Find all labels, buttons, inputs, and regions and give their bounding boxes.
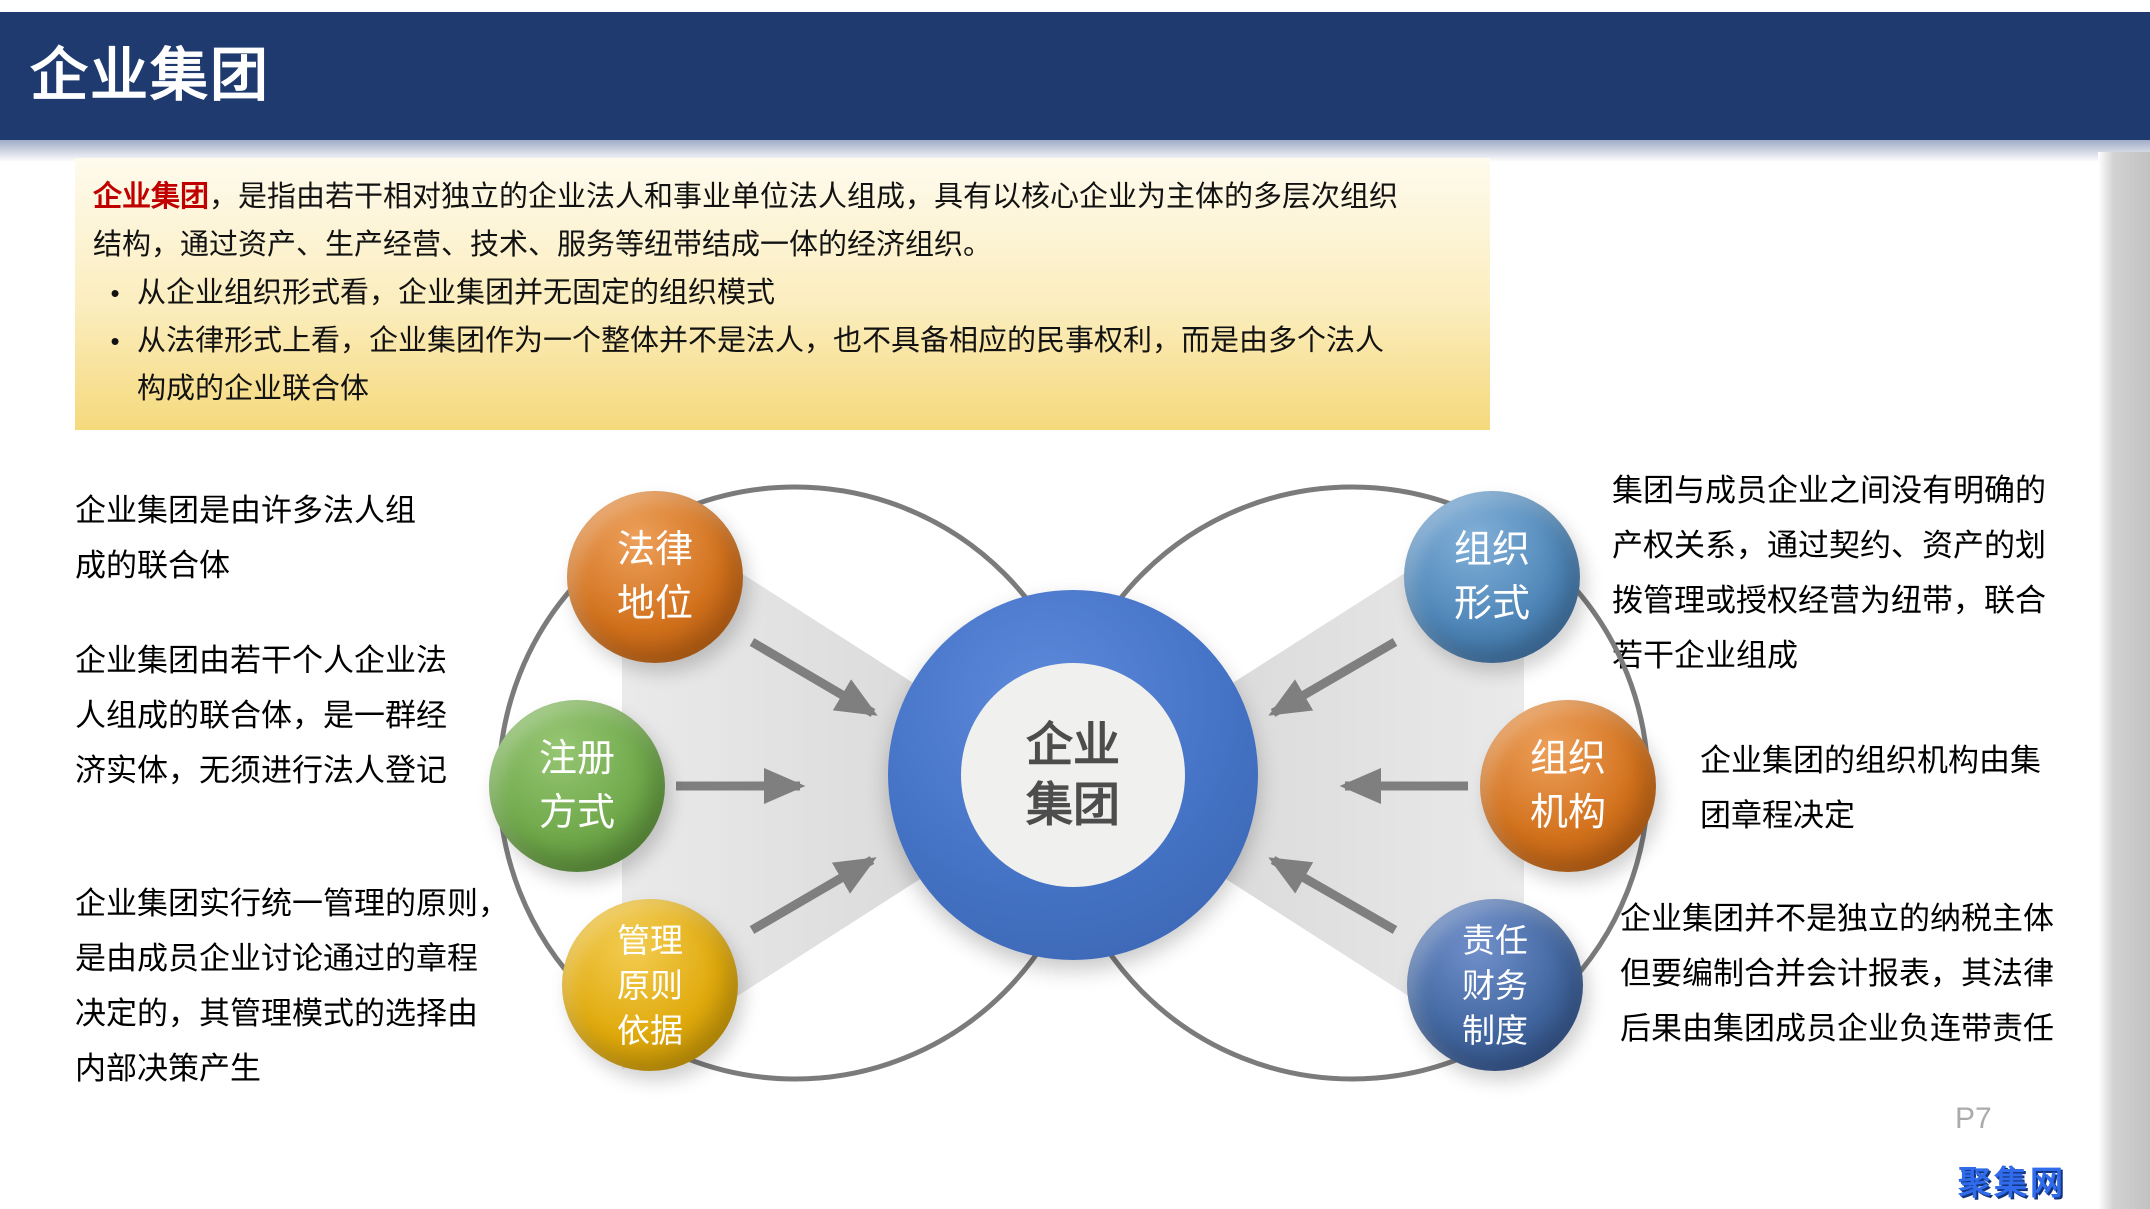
right-note-liability: 企业集团并不是独立的纳税主体 但要编制合并会计报表，其法律 后果由集团成员企业负…	[1620, 901, 2054, 1046]
circle-label: 管理 原则 依据	[617, 921, 683, 1049]
circle-label: 组织 形式	[1453, 529, 1530, 625]
arrow-liability-to-center-icon	[1268, 856, 1398, 934]
bullet-dot-icon: •	[110, 278, 120, 308]
definition-bullet: • 从法律形式上看，企业集团作为一个整体并不是法人，也不具备相应的民事权利，而是…	[93, 317, 1472, 413]
right-note-org-structure: 企业集团的组织机构由集 团章程决定	[1700, 743, 2041, 833]
bullet-text: 从企业组织形式看，企业集团并无固定的组织模式	[137, 277, 776, 309]
center-label: 企业 集团	[1026, 718, 1120, 831]
definition-text: ，是指由若干相对独立的企业法人和事业单位法人组成，具有以核心企业为主体的多层次组…	[93, 181, 1399, 261]
circle-liability-finance: 责任 财务 制度	[1407, 899, 1583, 1071]
bullet-text: 从法律形式上看，企业集团作为一个整体并不是法人，也不具备相应的民事权利，而是由多…	[137, 325, 1385, 405]
circle-management-principle: 管理 原则 依据	[562, 899, 738, 1071]
definition-paragraph: 企业集团，是指由若干相对独立的企业法人和事业单位法人组成，具有以核心企业为主体的…	[93, 173, 1472, 269]
funnel-left	[622, 497, 1070, 1070]
header-shadow	[0, 140, 2150, 162]
circle-label: 注册 方式	[538, 738, 615, 834]
circle-organization-form: 组织 形式	[1404, 491, 1580, 663]
definition-bullet: • 从企业组织形式看，企业集团并无固定的组织模式	[93, 269, 1472, 317]
arrow-manage-to-center-icon	[749, 856, 877, 934]
left-note-registration: 企业集团由若干个人企业法 人组成的联合体，是一群经 济实体，无须进行法人登记	[75, 643, 447, 788]
left-note-management: 企业集团实行统一管理的原则， 是由成员企业讨论通过的章程 决定的，其管理模式的选…	[75, 886, 509, 1086]
left-note-legal-union: 企业集团是由许多法人组 成的联合体	[75, 493, 416, 583]
circle-label: 责任 财务 制度	[1462, 921, 1528, 1049]
right-note-org-form: 集团与成员企业之间没有明确的 产权关系，通过契约、资产的划 拨管理或授权经营为纽…	[1612, 473, 2046, 673]
circle-organization-structure: 组织 机构	[1480, 700, 1656, 872]
center-circle-inner: 企业 集团	[961, 663, 1185, 887]
arrow-orgform-to-center-icon	[1268, 638, 1398, 717]
page-number: P7	[1955, 1102, 1992, 1135]
bullet-dot-icon: •	[110, 326, 120, 356]
circle-label: 组织 机构	[1529, 738, 1606, 834]
center-circle: 企业 集团	[888, 590, 1258, 960]
circle-registration-mode: 注册 方式	[489, 700, 665, 872]
header-bar: 企业集团	[0, 12, 2150, 140]
definition-box: 企业集团，是指由若干相对独立的企业法人和事业单位法人组成，具有以核心企业为主体的…	[75, 158, 1490, 430]
slide-title: 企业集团	[30, 43, 271, 108]
circle-legal-status: 法律 地位	[567, 491, 743, 663]
definition-term: 企业集团	[93, 181, 210, 213]
funnel-right	[1076, 497, 1524, 1070]
slide-edge-shadow	[2098, 152, 2150, 1209]
watermark: 聚集网	[1958, 1164, 2066, 1201]
circle-label: 法律 地位	[616, 529, 693, 625]
arrow-legal-to-center-icon	[749, 638, 878, 717]
